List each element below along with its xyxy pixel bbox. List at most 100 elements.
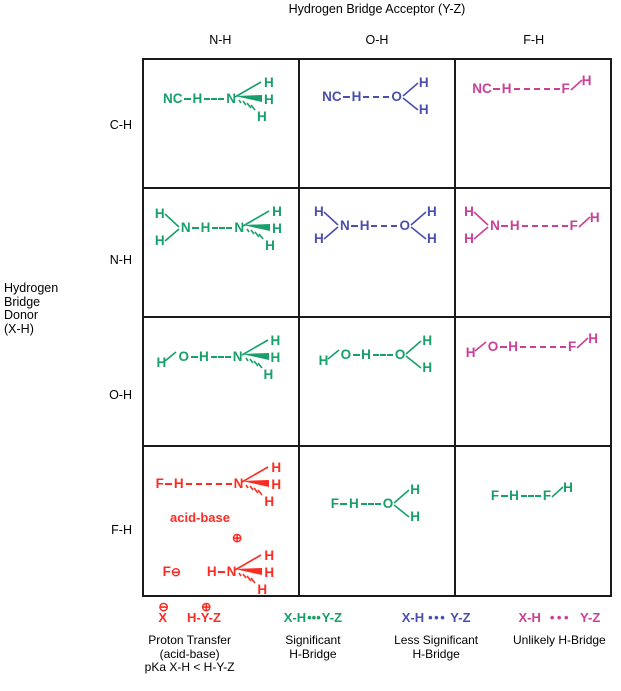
nh3-group: H H H	[242, 204, 287, 253]
donor-axis-title: Hydrogen Bridge Donor (X-H)	[4, 281, 84, 336]
atom-f: F	[490, 488, 500, 504]
atom-f: F	[155, 476, 164, 492]
legend-desc-line-1: Significant	[285, 633, 341, 647]
legend-symbol-yz: Y-Z	[450, 609, 471, 625]
atom-h: H	[361, 347, 371, 363]
ho-bond-lines	[327, 349, 340, 360]
covalent-bond	[165, 483, 173, 485]
acceptor-axis-title: Hydrogen Bridge Acceptor (Y-Z)	[288, 2, 466, 16]
legend-item-unlikely: X-H ••• Y-Z Unlikely H-Bridge	[498, 604, 621, 691]
hydrogen-bridge	[210, 356, 231, 358]
fh-group: H	[570, 73, 594, 102]
cell-o-h-o-h[interactable]: H O H O H H	[300, 318, 456, 445]
ho-group: H	[156, 344, 178, 370]
ho-bond-lines	[164, 351, 177, 362]
fh-bond-lines	[576, 337, 589, 349]
hydrogen-bridge	[371, 225, 398, 227]
covalent-bond	[190, 356, 198, 358]
atom-h: H	[581, 73, 592, 88]
atom-h: H	[264, 92, 274, 107]
molecule-h2n-h-nh3: H H N H N	[154, 204, 287, 253]
legend-item-proton-transfer: ⊖ X ⊕ H-Y-Z Proton Transfer (acid-base) …	[128, 600, 251, 691]
atom-h: H	[272, 204, 282, 219]
atom-h: H	[156, 355, 167, 370]
legend-desc-line-3: pKa X-H < H-Y-Z	[144, 660, 235, 674]
atom-h: H	[589, 210, 600, 225]
atom-o: O	[382, 496, 394, 512]
atom-h: H	[464, 231, 474, 246]
atom-h: H	[199, 349, 209, 365]
covalent-bond	[499, 346, 507, 348]
molecule-f-h-oh2: F H O H H	[331, 483, 424, 525]
row-header-f-h: F-H	[111, 522, 132, 537]
atom-h: H	[271, 460, 282, 475]
covalent-bond	[340, 503, 348, 505]
covalent-bond	[501, 225, 509, 227]
cell-f-h-n-h[interactable]: F H N H	[144, 447, 300, 597]
column-header-f-h: F-H	[523, 33, 545, 47]
donor-axis-title-line-4: (X-H)	[4, 321, 34, 336]
legend-description-significant: Significant H-Bridge	[285, 633, 341, 661]
molecule-h2n-h-fh: H H N H F H	[464, 205, 602, 247]
h2n-bond-lines	[164, 213, 180, 242]
molecule-ho-h-fh: H O H F H	[466, 332, 601, 360]
atom-h: H	[418, 102, 429, 117]
legend-dots-less-significant: •••	[428, 609, 447, 625]
positive-charge-symbol: ⊕	[200, 599, 212, 614]
acid-base-annotation: acid-base	[170, 510, 230, 525]
atom-h: H	[313, 231, 324, 246]
atom-f: F	[162, 564, 171, 580]
atom-o: O	[487, 339, 499, 355]
cell-o-h-f-h[interactable]: H O H F H	[456, 318, 610, 445]
cell-f-h-f-h[interactable]: F H F H	[456, 447, 610, 595]
covalent-bond	[184, 98, 191, 100]
atom-h: H	[508, 339, 518, 355]
molecule-f-h-nh3: F H N H	[155, 460, 287, 508]
atom-h: H	[154, 233, 165, 248]
fh-group: H	[551, 480, 575, 509]
hydrogen-bridge	[363, 96, 390, 98]
column-headers: N-H O-H F-H	[142, 33, 612, 47]
cell-f-h-o-h[interactable]: F H O H H	[300, 447, 456, 595]
matrix-row-n-h: H H N H N	[144, 189, 610, 318]
cell-n-h-f-h[interactable]: H H N H F H	[456, 189, 610, 316]
oh2-bond-lines	[402, 82, 419, 111]
hydrogen-bridge	[204, 98, 225, 100]
cell-c-h-o-h[interactable]: NC H O H H	[300, 60, 456, 187]
atom-h: H	[257, 582, 268, 597]
fluoride-anion: F ⊖	[163, 565, 181, 579]
cell-o-h-n-h[interactable]: H O H N	[144, 318, 300, 445]
legend-dots-unlikely: •••	[549, 609, 572, 625]
nh3-bond-lines	[241, 466, 270, 496]
atom-h: H	[563, 480, 573, 495]
atom-h: H	[264, 548, 275, 563]
atom-h: H	[264, 565, 275, 580]
atom-h: H	[427, 204, 437, 219]
atom-h: H	[427, 231, 437, 246]
matrix-row-f-h: F H N H	[144, 447, 610, 597]
atom-h: H	[265, 238, 275, 253]
atom-n: N	[226, 91, 236, 107]
atom-nc: NC	[322, 89, 342, 105]
fh-group: H	[578, 210, 602, 239]
atom-f: F	[330, 496, 339, 512]
atom-o: O	[340, 347, 352, 363]
atom-n: N	[233, 476, 244, 492]
covalent-bond	[352, 354, 360, 356]
row-headers: C-H N-H O-H F-H	[88, 58, 136, 597]
ho-bond-lines	[474, 341, 487, 352]
oh2-group: H H	[405, 334, 435, 376]
cell-n-h-n-h[interactable]: H H N H N	[144, 189, 300, 316]
atom-h: H	[271, 477, 282, 492]
legend-symbol-xh: X-H	[518, 609, 541, 625]
negative-charge-symbol: ⊖	[158, 599, 169, 614]
cell-c-h-n-h[interactable]: NC H N H	[144, 60, 300, 187]
legend-dots-significant: •••	[307, 609, 321, 625]
cell-c-h-f-h[interactable]: NC H F H	[456, 60, 610, 187]
legend-symbol-unlikely: X-H ••• Y-Z	[518, 604, 600, 630]
legend-item-significant: X-H ••• Y-Z Significant H-Bridge	[251, 604, 374, 691]
legend-desc-line-2: (acid-base)	[159, 646, 220, 661]
atom-h: H	[351, 89, 362, 105]
cell-n-h-o-h[interactable]: H H N H O H H	[300, 189, 456, 316]
legend-symbol-proton-transfer: ⊖ X ⊕ H-Y-Z	[158, 600, 221, 630]
